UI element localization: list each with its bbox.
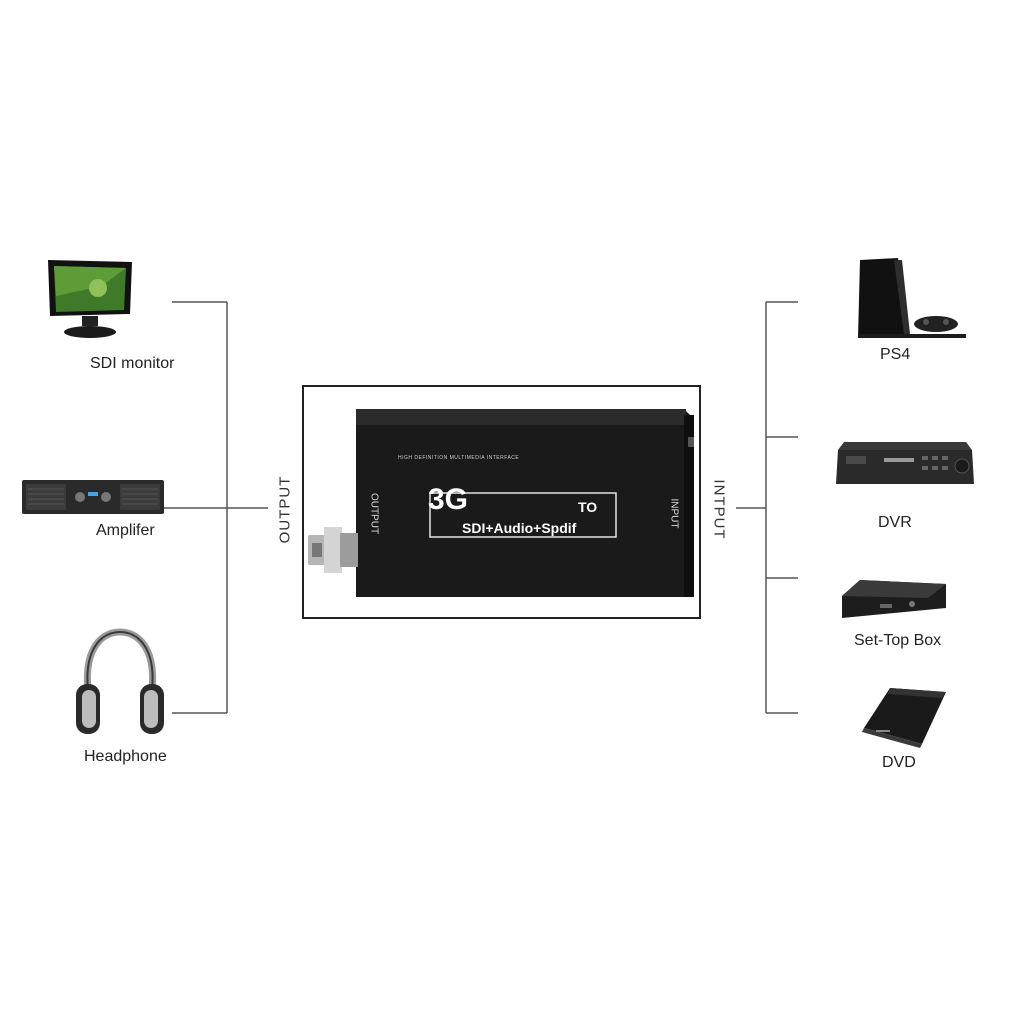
converter-to-text: TO — [578, 499, 598, 515]
converter-product-text: SDI+Audio+Spdif — [462, 520, 577, 536]
converter-output-port-label: OUTPUT — [368, 492, 380, 535]
input-side-label: INTPUT — [710, 479, 728, 540]
output-label-headphone: Headphone — [84, 748, 167, 765]
bnc-connector-icon — [308, 527, 358, 573]
output-label-sdi-monitor: SDI monitor — [90, 355, 175, 372]
dvd-drive-icon — [862, 688, 946, 748]
input-label-ps4: PS4 — [880, 346, 911, 363]
output-side-label: OUTPUT — [276, 475, 294, 544]
input-label-dvr: DVR — [878, 514, 912, 531]
converter-header-text: HIGH DEFINITION MULTIMEDIA INTERFACE — [398, 455, 520, 461]
headphone-icon — [76, 628, 164, 734]
input-label-dvd: DVD — [882, 754, 916, 771]
output-label-amplifier: Amplifer — [96, 522, 155, 539]
input-label-set-top-box: Set-Top Box — [854, 632, 942, 649]
set-top-box-icon — [842, 580, 946, 618]
dvr-icon — [836, 442, 974, 484]
converter-badge: 3G — [428, 483, 469, 516]
amplifier-icon — [22, 480, 164, 514]
converter-input-port-label: INPUT — [668, 498, 680, 529]
converter-device — [308, 409, 694, 597]
converter-frame — [302, 385, 701, 619]
ps4-console-icon — [858, 258, 966, 338]
sdi-monitor-icon — [48, 260, 132, 338]
